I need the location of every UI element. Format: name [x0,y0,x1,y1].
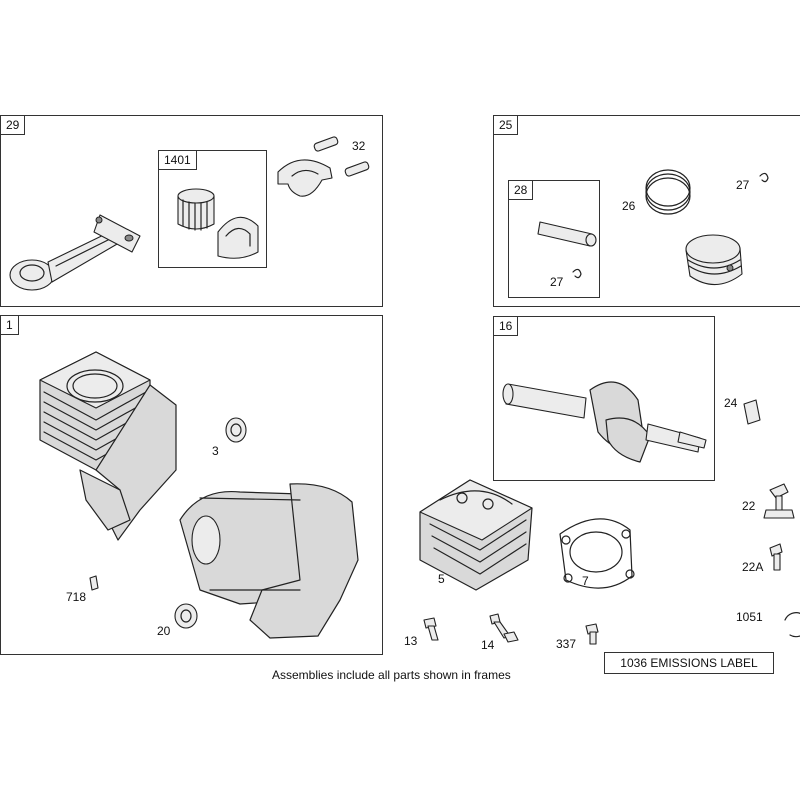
callout-22a: 22A [742,560,764,574]
callout-5: 5 [438,572,445,586]
callout-24: 24 [724,396,738,410]
head-gasket-drawing [559,518,635,589]
emissions-label-box: 1036 EMISSIONS LABEL [604,652,774,674]
callout-13: 13 [404,634,418,648]
callout-27-pin: 27 [550,275,564,289]
callout-1051: 1051 [736,610,763,624]
footer-note: Assemblies include all parts shown in fr… [272,668,511,682]
callout-27-ring: 27 [736,178,750,192]
callout-337: 337 [556,637,577,651]
callout-26: 26 [622,199,636,213]
small-parts-right-drawing [743,399,800,638]
callout-3: 3 [212,444,219,458]
frame-16: 16 [493,316,715,481]
callout-20: 20 [157,624,171,638]
frame-28-number: 28 [508,180,534,200]
frame-1401-number: 1401 [158,150,197,170]
callout-7: 7 [582,574,589,588]
frame-1401: 1401 [158,150,267,268]
frame-25-number: 25 [493,115,519,135]
frame-28: 28 [508,180,600,298]
frame-1: 1 [0,315,383,655]
frame-29: 29 [0,115,383,307]
callout-32: 32 [352,139,366,153]
frame-16-number: 16 [493,316,519,336]
frame-25: 25 [493,115,800,307]
callout-22: 22 [742,499,756,513]
callout-14: 14 [481,638,495,652]
callout-718: 718 [66,590,87,604]
cylinder-head-drawing [419,479,533,591]
frame-29-number: 29 [0,115,26,135]
frame-1-number: 1 [0,315,19,335]
